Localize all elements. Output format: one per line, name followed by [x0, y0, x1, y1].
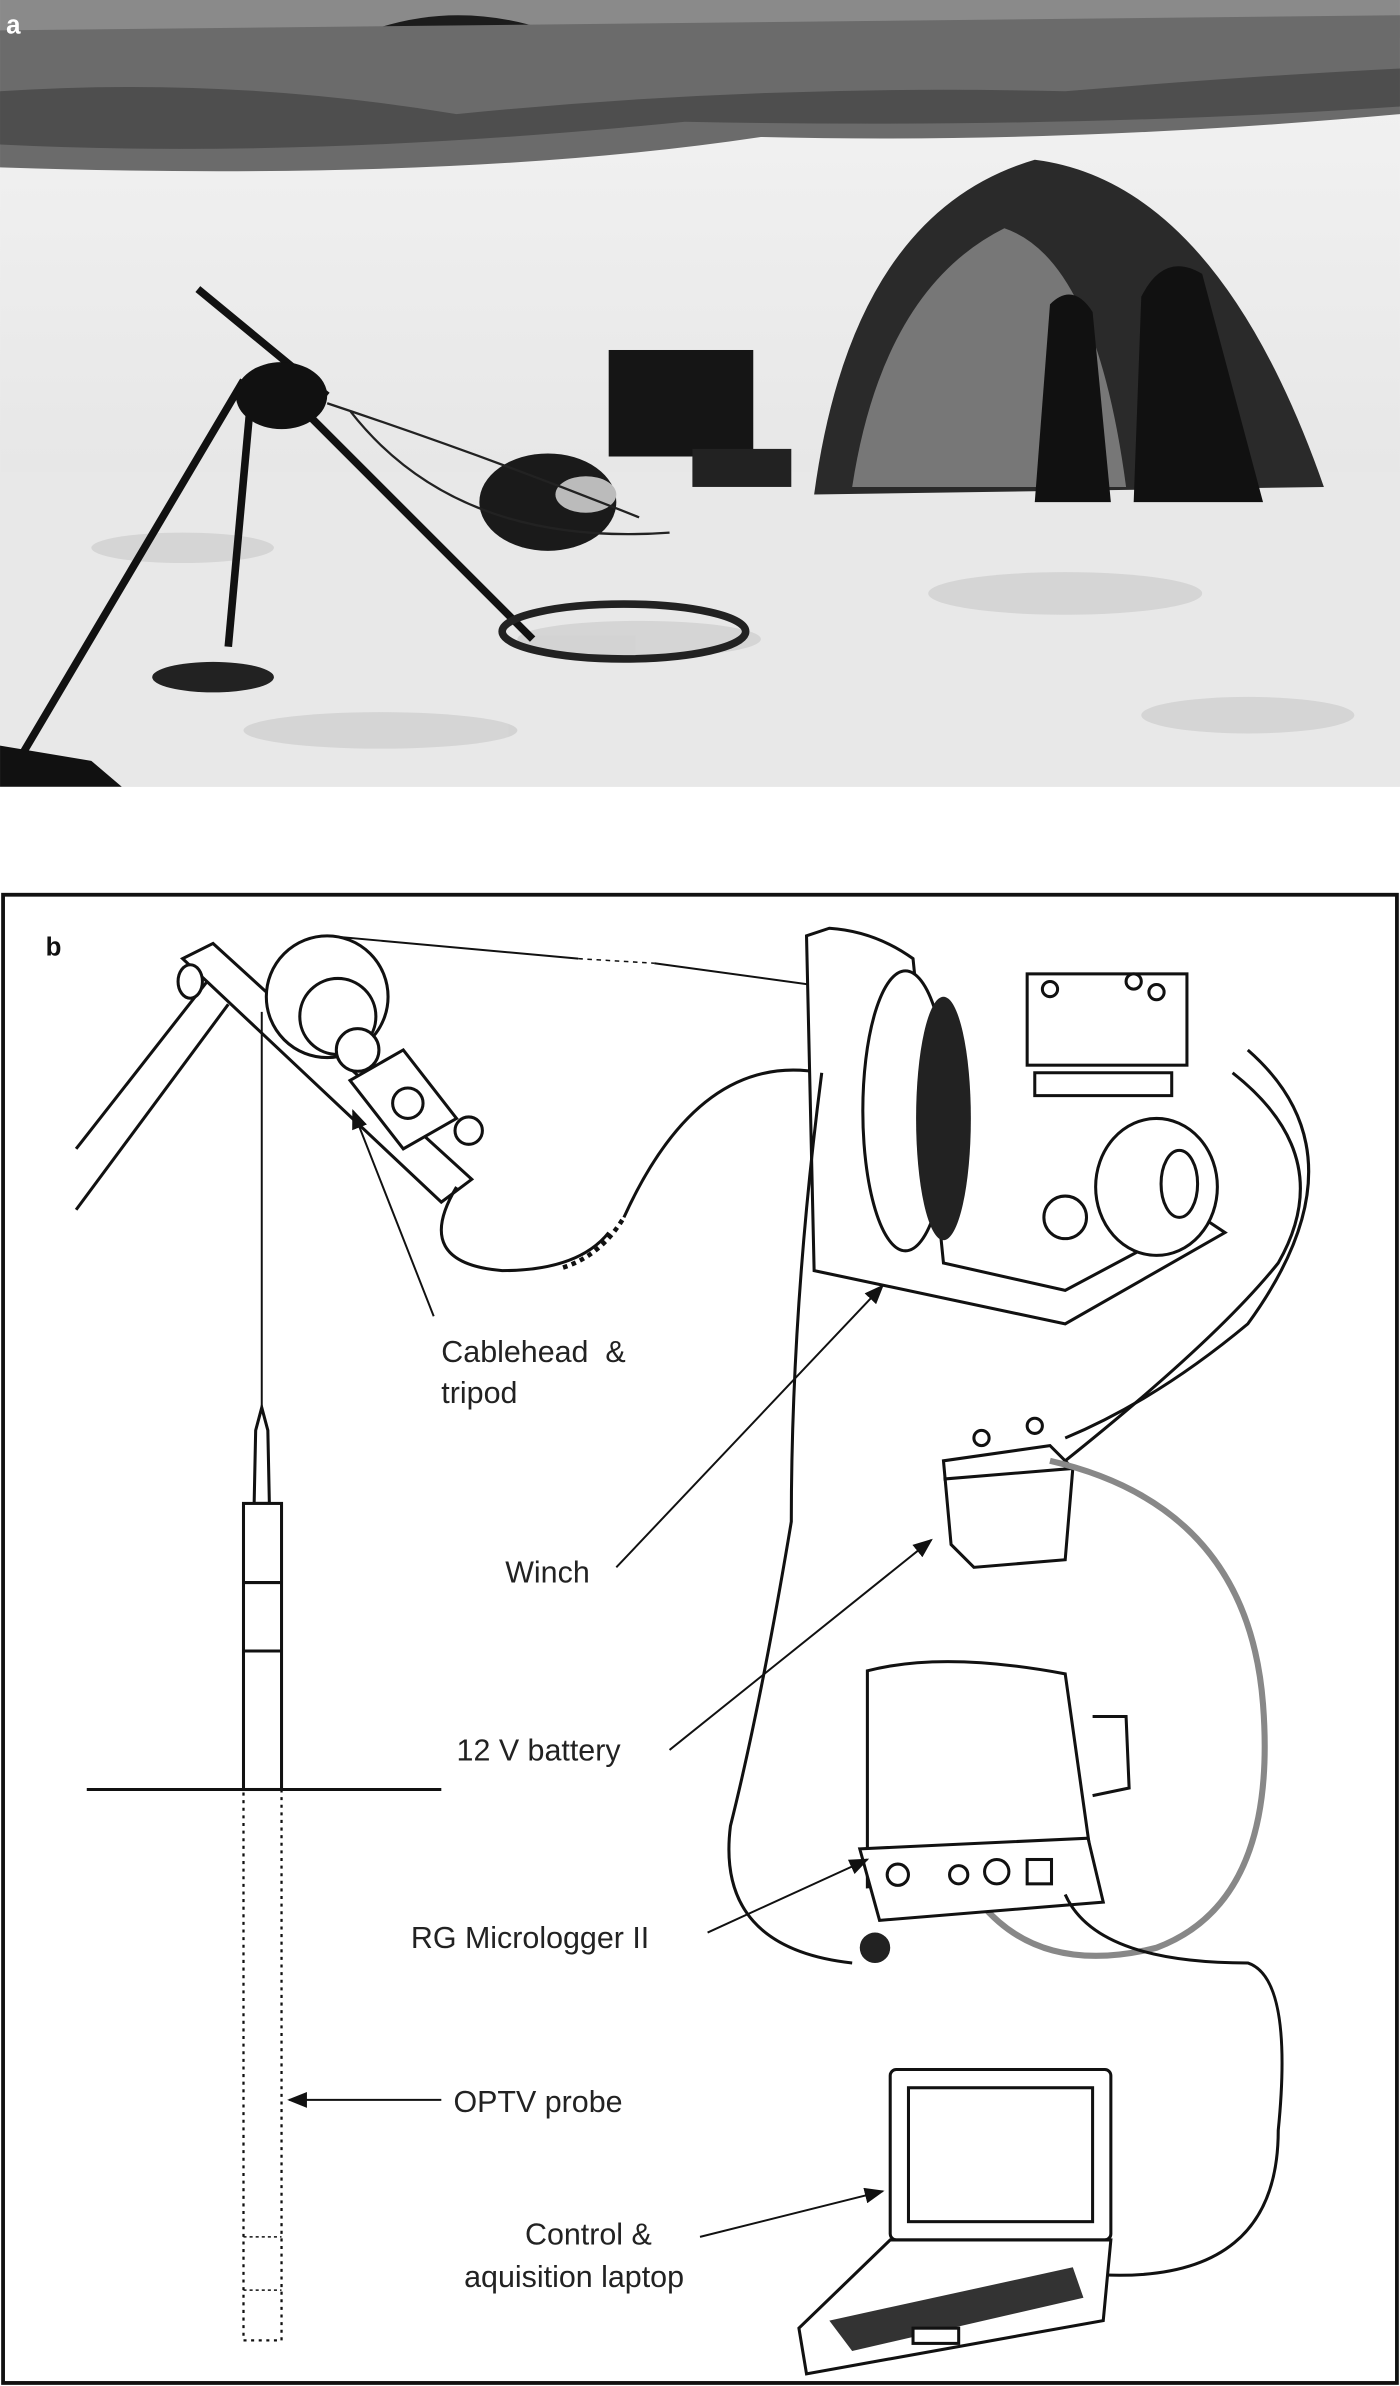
- callout-arrows: [287, 1108, 933, 2238]
- winch: [804, 926, 1228, 1326]
- panel-a-label: a: [6, 11, 21, 39]
- equipment-diagram: b: [1, 892, 1399, 2385]
- panel-b-label: b: [46, 934, 62, 962]
- optv-probe: [241, 1401, 284, 2342]
- label-micrologger: RG Micrologger II: [411, 1921, 649, 1955]
- equipment-case: [608, 349, 754, 457]
- battery: [941, 1416, 1075, 1569]
- field-photo: a: [0, 0, 1400, 787]
- diagram-frame: [1, 892, 1399, 2385]
- label-control: Control &: [525, 2217, 652, 2251]
- label-laptop: aquisition laptop: [464, 2260, 684, 2294]
- cable-coil: [498, 600, 750, 663]
- label-tripod: tripod: [441, 1376, 517, 1410]
- label-cablehead: Cablehead &: [441, 1335, 625, 1369]
- rg-micrologger: [857, 1660, 1131, 1963]
- cablehead-tripod: [74, 934, 484, 1211]
- label-battery: 12 V battery: [457, 1734, 622, 1768]
- label-winch: Winch: [505, 1556, 590, 1590]
- label-optv-probe: OPTV probe: [453, 2085, 622, 2119]
- laptop: [797, 2067, 1113, 2376]
